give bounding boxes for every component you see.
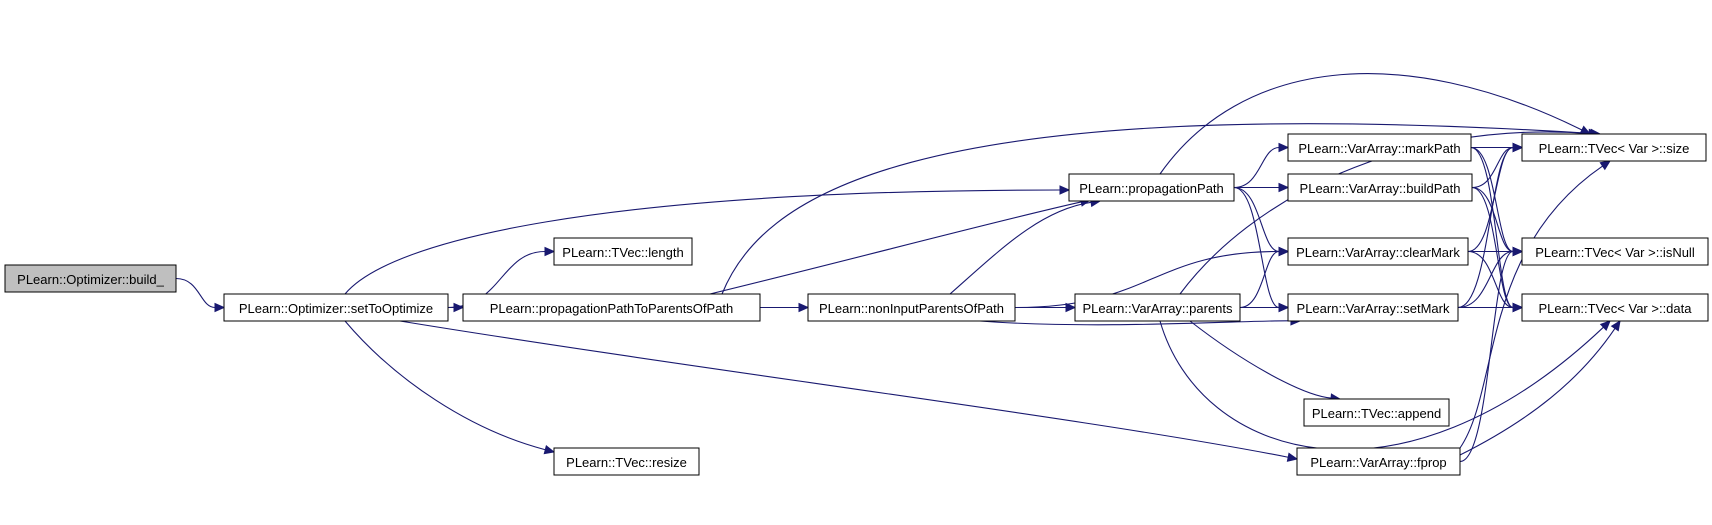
edge-setToOptimize-to-fprop (399, 320, 1299, 462)
node-label: PLearn::nonInputParentsOfPath (819, 301, 1004, 316)
node-nonInput[interactable]: PLearn::nonInputParentsOfPath (807, 293, 1016, 322)
node-propagationPath[interactable]: PLearn::propagationPath (1068, 173, 1235, 202)
node-box (1074, 293, 1241, 322)
node-ppParents[interactable]: PLearn::propagationPathToParentsOfPath (462, 293, 761, 322)
node-box (807, 293, 1016, 322)
node-clearMark[interactable]: PLearn::VarArray::clearMark (1287, 237, 1469, 266)
edge-nonInput-to-propagationPath (949, 197, 1102, 295)
node-buildPath[interactable]: PLearn::VarArray::buildPath (1287, 173, 1473, 202)
node-box (223, 293, 449, 322)
edge-setMark-to-data (1457, 302, 1524, 313)
node-data[interactable]: PLearn::TVec< Var >::data (1521, 293, 1709, 322)
node-box (1287, 133, 1472, 162)
node-label: PLearn::TVec< Var >::data (1539, 301, 1693, 316)
node-label: PLearn::VarArray::parents (1082, 301, 1233, 316)
edge-fprop-to-size (1459, 160, 1612, 449)
edge-fprop-to-isNull (1459, 246, 1524, 463)
edge-parents-to-append (1189, 320, 1342, 403)
node-box (1068, 173, 1235, 202)
node-setToOptimize[interactable]: PLearn::Optimizer::setToOptimize (223, 293, 449, 322)
node-box (1287, 293, 1459, 322)
edge-setMark-to-size (1457, 142, 1524, 309)
node-label: PLearn::TVec::resize (566, 455, 687, 470)
node-label: PLearn::Optimizer::build_ (17, 272, 164, 287)
node-layer: PLearn::Optimizer::build_PLearn::Optimiz… (4, 133, 1709, 476)
node-label: PLearn::TVec< Var >::size (1539, 141, 1690, 156)
node-label: PLearn::TVec::append (1312, 406, 1441, 421)
node-label: PLearn::TVec::length (562, 245, 683, 260)
node-box (1303, 398, 1450, 427)
node-label: PLearn::propagationPath (1079, 181, 1224, 196)
node-box (553, 237, 693, 266)
edge-fprop-to-data (1459, 319, 1621, 456)
node-fprop[interactable]: PLearn::VarArray::fprop (1296, 447, 1461, 476)
edge-clearMark-to-data (1467, 250, 1524, 313)
edge-setToOptimize-to-ppParents (447, 302, 465, 313)
node-box (4, 264, 177, 293)
edge-build-to-setToOptimize (175, 277, 226, 313)
edge-parents-to-setMark (1239, 302, 1290, 313)
edge-setToOptimize-to-resize (344, 320, 556, 455)
edge-ppParents-to-nonInput (759, 302, 810, 313)
node-box (1296, 447, 1461, 476)
node-label: PLearn::VarArray::clearMark (1296, 245, 1460, 260)
node-label: PLearn::VarArray::markPath (1298, 141, 1460, 156)
node-label: PLearn::VarArray::buildPath (1300, 181, 1461, 196)
node-label: PLearn::TVec< Var >::isNull (1535, 245, 1695, 260)
edge-setToOptimize-to-propagationPath (344, 185, 1071, 295)
node-box (553, 447, 700, 476)
node-label: PLearn::Optimizer::setToOptimize (239, 301, 433, 316)
edge-propagationPath-to-clearMark (1233, 186, 1290, 257)
edge-parents-to-clearMark (1239, 246, 1290, 309)
node-setMark[interactable]: PLearn::VarArray::setMark (1287, 293, 1459, 322)
node-box (462, 293, 761, 322)
node-box (1521, 237, 1709, 266)
node-label: PLearn::VarArray::fprop (1310, 455, 1446, 470)
edge-propagationPath-to-markPath (1233, 142, 1290, 189)
node-isNull[interactable]: PLearn::TVec< Var >::isNull (1521, 237, 1709, 266)
node-size[interactable]: PLearn::TVec< Var >::size (1521, 133, 1707, 162)
node-markPath[interactable]: PLearn::VarArray::markPath (1287, 133, 1472, 162)
edge-parents-to-data (1159, 320, 1611, 451)
node-resize[interactable]: PLearn::TVec::resize (553, 447, 700, 476)
edge-propagationPath-to-buildPath (1234, 182, 1290, 193)
node-append[interactable]: PLearn::TVec::append (1303, 398, 1450, 427)
node-build[interactable]: PLearn::Optimizer::build_ (4, 264, 177, 293)
node-label: PLearn::propagationPathToParentsOfPath (490, 301, 734, 316)
edge-ppParents-to-propagationPath (709, 197, 1092, 295)
node-box (1521, 133, 1707, 162)
node-box (1287, 173, 1473, 202)
edge-buildPath-to-isNull (1471, 186, 1524, 257)
node-length[interactable]: PLearn::TVec::length (553, 237, 693, 266)
node-label: PLearn::VarArray::setMark (1297, 301, 1450, 316)
node-box (1521, 293, 1709, 322)
node-parents[interactable]: PLearn::VarArray::parents (1074, 293, 1241, 322)
node-box (1287, 237, 1469, 266)
